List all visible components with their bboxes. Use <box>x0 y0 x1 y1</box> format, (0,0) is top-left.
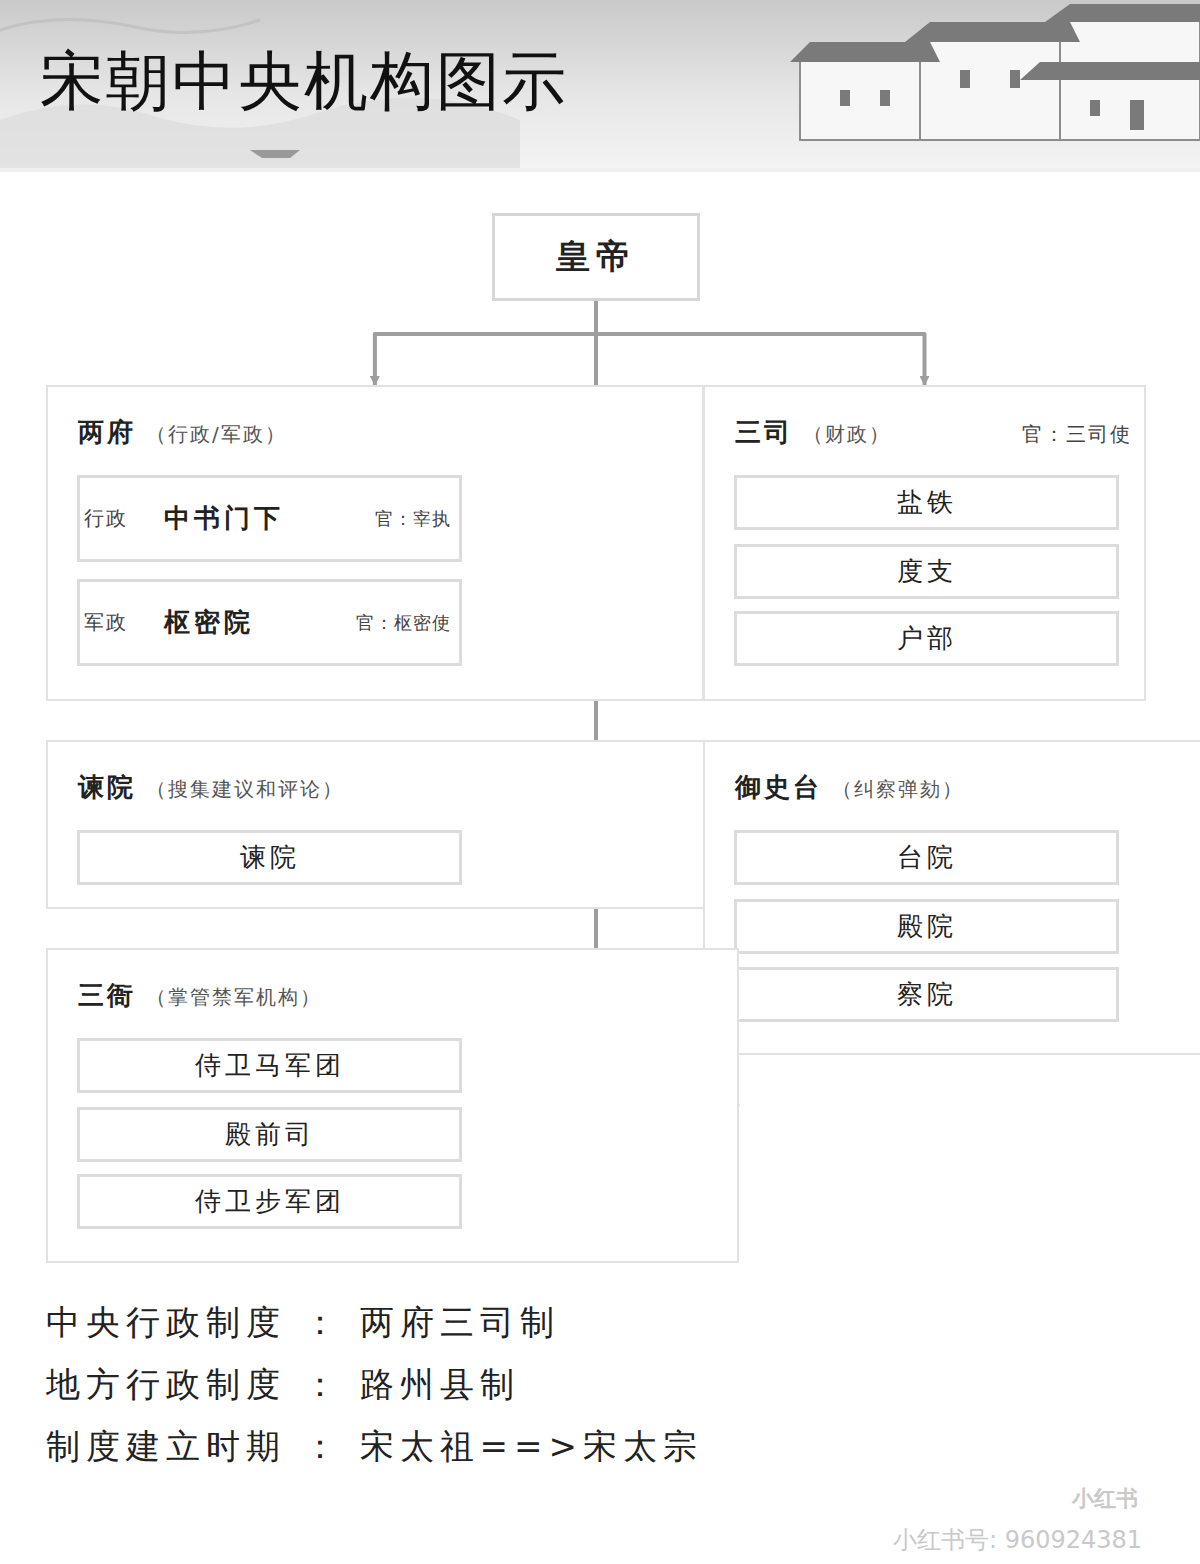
group-name: 两府 <box>78 415 136 450</box>
group-note: （行政/军政） <box>146 421 287 448</box>
group-note: （掌管禁军机构） <box>146 984 322 1011</box>
office-name: 中书门下 <box>164 501 284 536</box>
office-box: 殿前司 <box>77 1107 462 1162</box>
office-name: 殿前司 <box>225 1117 315 1152</box>
node-label: 皇帝 <box>556 234 636 280</box>
group-name: 御史台 <box>735 770 822 805</box>
agency-group: 三司 （财政） 官：三司使盐铁度支户部 <box>703 385 1146 701</box>
agency-group: 两府 （行政/军政） 行政中书门下 官：宰执军政枢密院 官：枢密使 <box>46 385 704 701</box>
office-box: 侍卫步军团 <box>77 1174 462 1229</box>
connector <box>375 301 596 385</box>
office-box: 盐铁 <box>734 475 1119 530</box>
office-name: 殿院 <box>897 909 957 944</box>
office-name: 盐铁 <box>897 485 957 520</box>
office-name: 台院 <box>897 840 957 875</box>
connector <box>596 301 925 385</box>
office-name: 户部 <box>897 621 957 656</box>
group-note: （纠察弹劾） <box>832 776 964 803</box>
official-title: 官：三司使 <box>1022 421 1132 448</box>
agency-group: 三衙 （掌管禁军机构） 侍卫马军团殿前司侍卫步军团 <box>46 948 739 1263</box>
office-box: 谏院 <box>77 830 462 885</box>
office-box: 台院 <box>734 830 1119 885</box>
system-note: 制度建立时期 ： 宋太祖==>宋太宗 <box>46 1424 703 1470</box>
office-name: 度支 <box>897 554 957 589</box>
office-box: 行政中书门下 官：宰执 <box>77 475 462 562</box>
emperor-box: 皇帝 <box>492 213 700 301</box>
official-title: 官：枢密使 <box>356 611 451 635</box>
office-box: 度支 <box>734 544 1119 599</box>
group-note: （财政） <box>803 421 891 448</box>
group-heading: 御史台 （纠察弹劾） <box>735 770 964 805</box>
group-heading: 三衙 （掌管禁军机构） <box>78 978 322 1013</box>
domain-tag: 军政 <box>84 609 164 636</box>
agency-group: 御史台 （纠察弹劾） 台院殿院察院 <box>703 740 1200 1055</box>
office-box: 侍卫马军团 <box>77 1038 462 1093</box>
group-heading: 三司 （财政） <box>735 415 891 450</box>
group-heading: 两府 （行政/军政） <box>78 415 287 450</box>
domain-tag: 行政 <box>84 505 164 532</box>
agency-group: 谏院 （搜集建议和评论） 谏院 <box>46 740 761 909</box>
group-note: （搜集建议和评论） <box>146 776 344 803</box>
office-name: 察院 <box>897 977 957 1012</box>
group-name: 三司 <box>735 415 793 450</box>
group-name: 三衙 <box>78 978 136 1013</box>
office-name: 枢密院 <box>164 605 254 640</box>
official-title: 官：宰执 <box>375 507 451 531</box>
office-box: 察院 <box>734 967 1119 1022</box>
system-note: 中央行政制度 ： 两府三司制 <box>46 1300 560 1346</box>
group-heading: 谏院 （搜集建议和评论） <box>78 770 344 805</box>
office-box: 殿院 <box>734 899 1119 954</box>
watermark: 小红书 <box>1072 1484 1138 1514</box>
office-name: 侍卫步军团 <box>195 1184 345 1219</box>
system-note: 地方行政制度 ： 路州县制 <box>46 1362 520 1408</box>
page-title: 宋朝中央机构图示 <box>40 38 568 125</box>
office-name: 侍卫马军团 <box>195 1048 345 1083</box>
group-name: 谏院 <box>78 770 136 805</box>
office-name: 谏院 <box>240 840 300 875</box>
office-box: 户部 <box>734 611 1119 666</box>
office-box: 军政枢密院 官：枢密使 <box>77 579 462 666</box>
watermark: 小红书号: 960924381 <box>893 1524 1142 1556</box>
